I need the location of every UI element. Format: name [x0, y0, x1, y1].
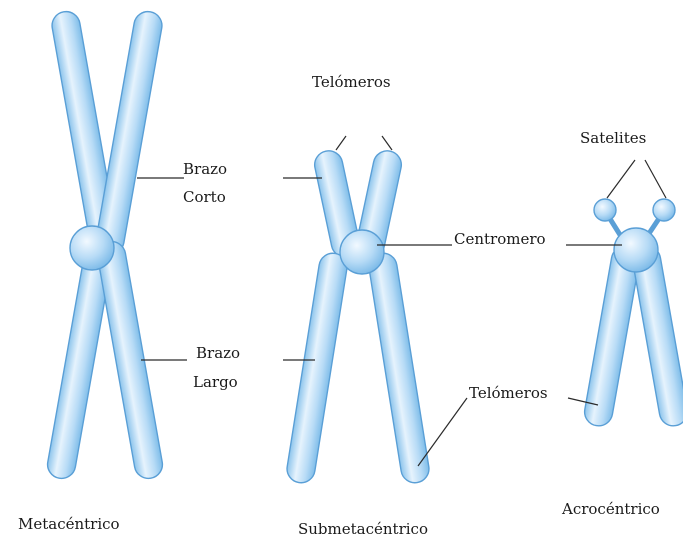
label-brazo-largo-line1: Brazo [196, 344, 240, 362]
metacentric-centromere [70, 226, 114, 270]
leader-telomere-top-right [382, 136, 392, 150]
leader-satelite-left [607, 160, 635, 198]
label-brazo-corto-line2: Corto [183, 188, 226, 206]
submetacentric-arm-lower-right [367, 251, 431, 485]
label-metacentrico: Metacéntrico [18, 515, 120, 533]
leader-telomere-bottom-left [418, 398, 467, 466]
submetacentric-centromere [340, 230, 384, 274]
label-brazo-corto-line1: Brazo [183, 160, 227, 178]
label-acrocentrico: Acrocéntrico [561, 500, 660, 518]
label-satelites: Satelites [580, 129, 646, 147]
submetacentric-arm-lower-left [285, 251, 349, 485]
satellite-right [653, 199, 675, 221]
metacentric-chromosome [45, 9, 164, 480]
submetacentric-chromosome [285, 148, 431, 484]
metacentric-arm-upper-right [94, 9, 164, 256]
leader-satelite-right [645, 160, 666, 198]
label-telomeros-bottom: Telómeros [469, 384, 548, 402]
label-submetacentrico: Submetacéntrico [298, 520, 428, 538]
leader-telomere-top-left [336, 136, 346, 150]
label-brazo-largo-line2: Largo [193, 373, 238, 391]
acrocentric-centromere [614, 228, 658, 272]
label-centromero: Centromero [454, 230, 546, 248]
acrocentric-chromosome [582, 199, 683, 428]
label-telomeros-top: Telómeros [312, 73, 391, 91]
satellite-left [594, 199, 616, 221]
